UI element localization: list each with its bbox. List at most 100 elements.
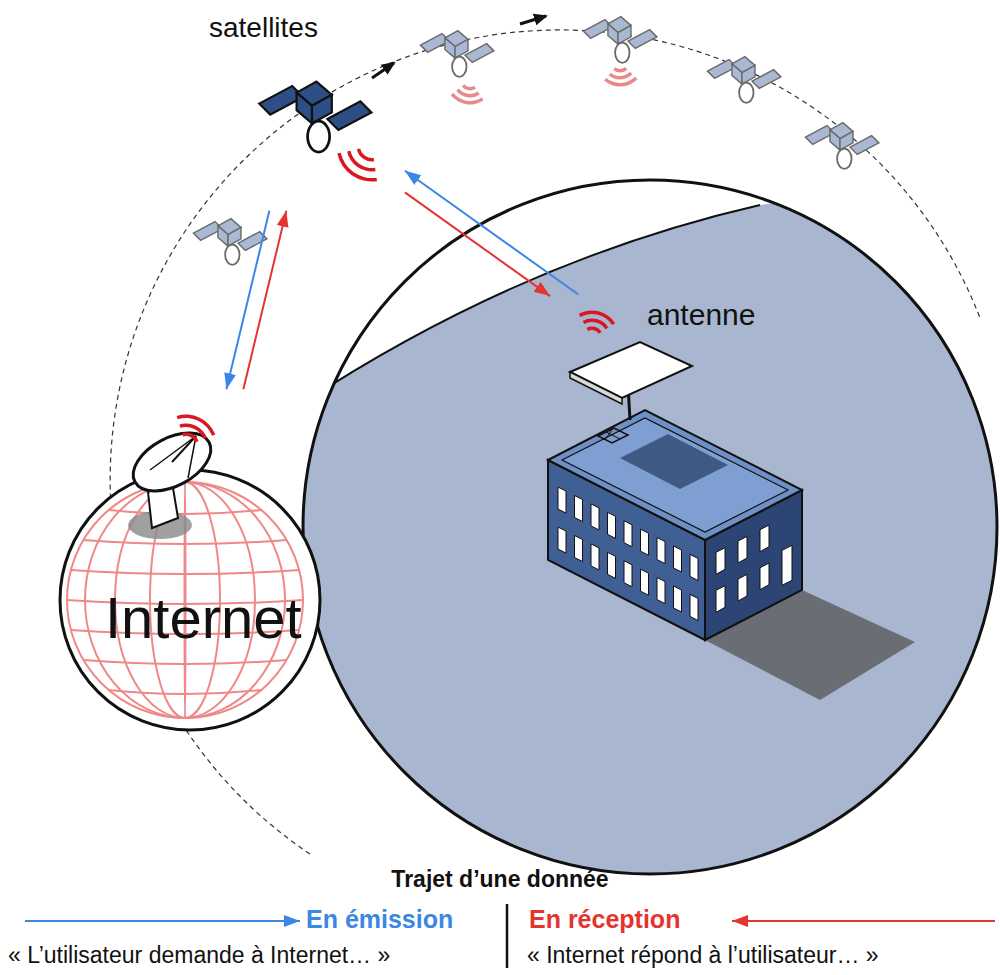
- satellite-icon: [193, 17, 878, 265]
- antenna-panel: [570, 342, 692, 420]
- coverage-area: [290, 170, 1000, 900]
- wave-arc: [179, 424, 207, 440]
- satellite: [583, 17, 656, 63]
- window: [641, 529, 649, 555]
- window: [657, 538, 665, 564]
- window: [716, 586, 725, 613]
- window: [608, 512, 616, 538]
- antenna-panel: [570, 372, 622, 404]
- node-label: satellites: [209, 12, 318, 44]
- satellite-part: [297, 93, 312, 124]
- internet-globe: [60, 470, 320, 730]
- wave-arc: [579, 311, 615, 326]
- building: [598, 428, 628, 443]
- wave-arc: [586, 327, 601, 334]
- node-label: antenne: [647, 298, 755, 333]
- signal-arrow: [243, 211, 286, 389]
- window-row: [558, 487, 792, 620]
- window: [674, 586, 682, 612]
- motion-arrow: [372, 63, 394, 78]
- globe-parallel: [71, 570, 299, 574]
- satellite-part: [732, 64, 742, 84]
- satellite-part: [608, 24, 618, 44]
- window: [641, 569, 649, 595]
- window: [690, 554, 698, 580]
- satellite-part: [742, 65, 755, 84]
- satellite-part: [739, 83, 753, 103]
- window: [608, 552, 616, 578]
- satellite-part: [615, 43, 629, 63]
- signal-arrow: [405, 171, 578, 295]
- wave-arc: [357, 149, 374, 162]
- satellite-part: [312, 95, 332, 124]
- satellite-part: [452, 57, 466, 77]
- internet-globe: [60, 470, 320, 730]
- window: [760, 525, 769, 552]
- satellite-part: [228, 227, 241, 246]
- motion-arrow: [520, 16, 546, 24]
- satellite: [420, 31, 493, 77]
- window: [575, 496, 583, 522]
- window: [657, 578, 665, 604]
- window: [690, 594, 698, 620]
- ground-station-dish: [124, 421, 221, 528]
- signal-arrow: [405, 192, 550, 296]
- window: [760, 563, 769, 590]
- satellite-group: satellites: [205, 12, 400, 205]
- door: [782, 545, 792, 585]
- ground-station-dish: [188, 436, 196, 478]
- window: [738, 536, 747, 563]
- window: [558, 527, 566, 553]
- wave-arc: [456, 89, 480, 98]
- globe-parallel: [83, 660, 286, 664]
- wave-arc: [462, 84, 476, 90]
- satellite-part: [850, 136, 879, 155]
- building: [548, 410, 915, 700]
- legend-arrow: [25, 920, 300, 922]
- satellite-part: [308, 121, 330, 152]
- satellite: [193, 219, 266, 265]
- legend-arrow: [732, 920, 995, 922]
- signal-arrow: [226, 211, 269, 389]
- legend-divider: [506, 904, 509, 968]
- antenna-site: antenne: [555, 298, 780, 440]
- legend-note: « Internet répond à l’utilisateur… »: [527, 942, 879, 968]
- building: [562, 418, 788, 532]
- wave-arc: [182, 432, 199, 442]
- wave-arc: [177, 415, 216, 436]
- globe-parallel: [83, 540, 286, 544]
- globe-outline: [67, 482, 303, 718]
- satellite-part: [445, 38, 455, 58]
- satellite-part: [218, 226, 228, 246]
- satellite-part: [840, 131, 853, 150]
- window: [591, 544, 599, 570]
- wave-arc: [613, 67, 627, 73]
- globe-parallel: [109, 510, 262, 514]
- wave-arc: [604, 77, 637, 87]
- internet-circle: Internet: [55, 395, 330, 735]
- window: [575, 536, 583, 562]
- satellite-part: [465, 44, 494, 63]
- signal-waves: [177, 67, 638, 442]
- coverage-area: [300, 205, 760, 405]
- window: [716, 548, 725, 575]
- satellite-part: [837, 149, 851, 169]
- wave-arc: [347, 151, 376, 172]
- window: [674, 546, 682, 572]
- node-label: Internet: [105, 585, 302, 652]
- legend-note: « L’utilisateur demande à Internet… »: [8, 942, 390, 968]
- coverage-area: [303, 180, 997, 874]
- satellite-part: [455, 39, 468, 58]
- satellite-part: [752, 70, 781, 89]
- satellite-part: [628, 30, 657, 49]
- satellite: [259, 82, 371, 152]
- globe-parallel: [109, 690, 262, 694]
- internet-globe: [67, 482, 303, 718]
- satellite: [805, 123, 878, 169]
- satellite-part: [225, 245, 239, 265]
- legend-entry: En émission: [306, 905, 453, 934]
- ground-station-dish: [124, 421, 221, 503]
